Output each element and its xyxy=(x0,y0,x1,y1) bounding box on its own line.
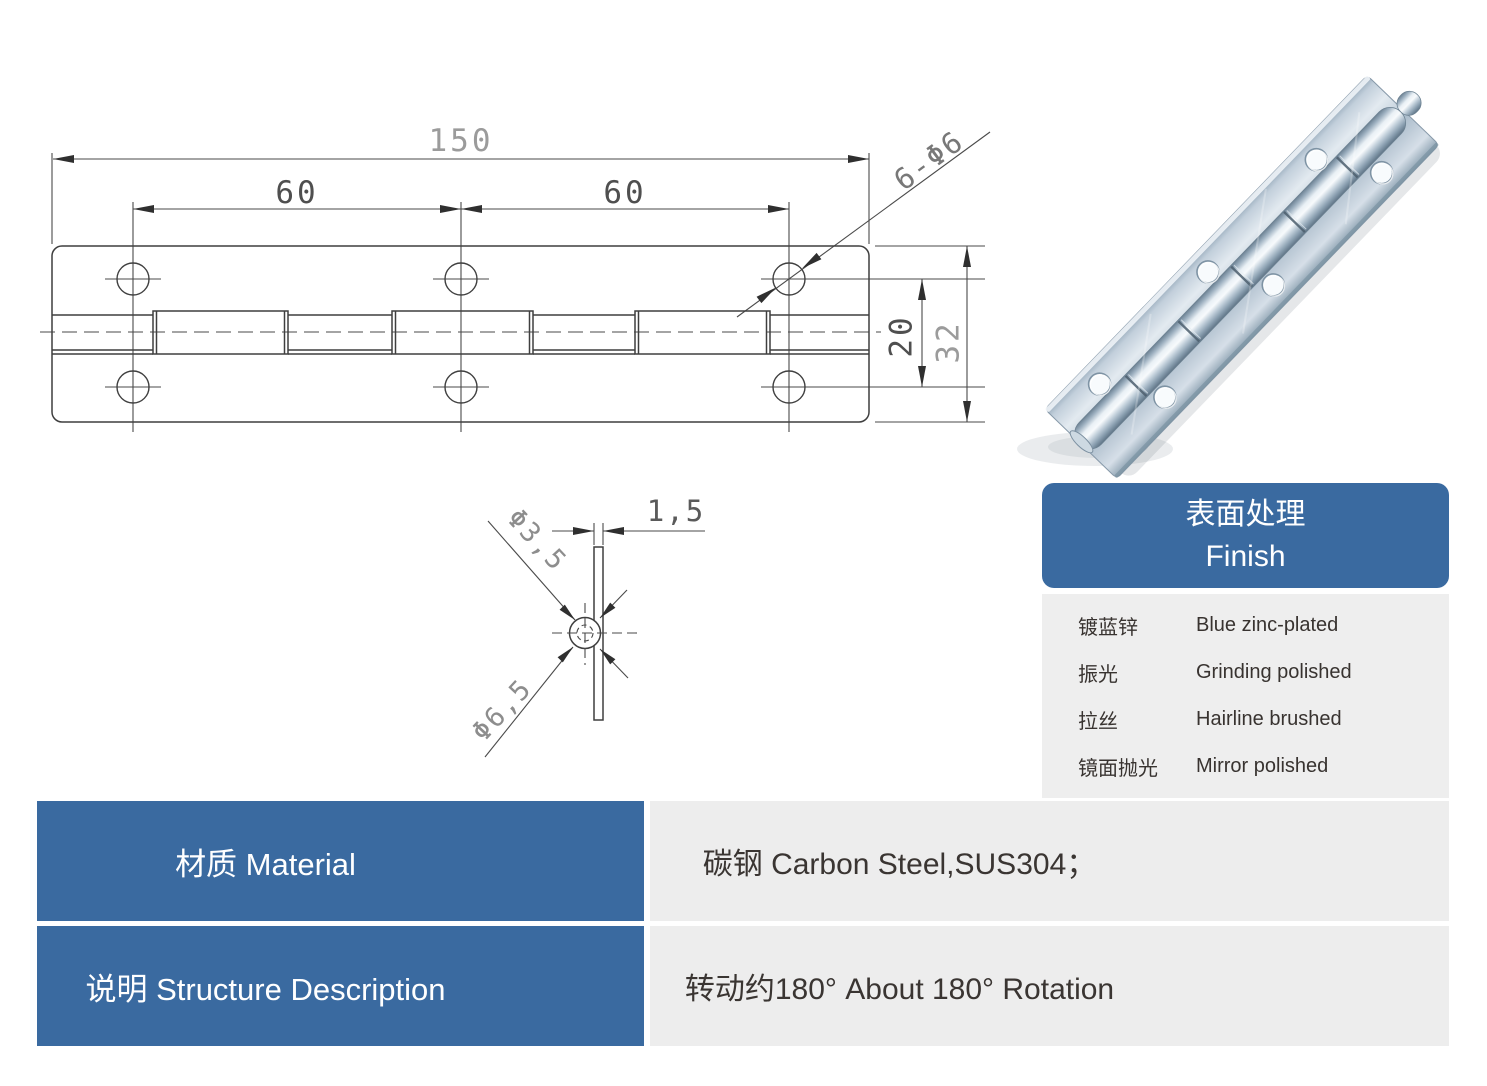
knuckle-seams xyxy=(1124,156,1359,397)
finish-rows: 镀蓝锌 Blue zinc-plated 振光 Grinding polishe… xyxy=(1042,594,1449,798)
front-view-dimension-lines xyxy=(53,131,991,422)
finish-en-label: Grinding polished xyxy=(1196,661,1352,683)
dim-overall-length: 150 xyxy=(429,123,494,159)
hinge-body-outline xyxy=(51,245,870,423)
dim-knuckle-dia: Φ6,5 xyxy=(466,673,538,748)
section-arrowheads xyxy=(557,527,624,665)
metal-streaks xyxy=(1130,112,1361,435)
spec-table: 材质 Material 碳钢 Carbon Steel,SUS304； 说明 S… xyxy=(37,801,1449,1046)
front-view: 150 60 60 20 32 6-Φ6 xyxy=(40,123,991,432)
hinge-photo xyxy=(1017,76,1440,478)
finish-zh-label: 拉丝 xyxy=(1078,711,1118,733)
dim-leaf-thickness: 1,5 xyxy=(647,494,705,528)
material-label: 材质 Material xyxy=(37,801,644,921)
finish-row: 镀蓝锌 Blue zinc-plated xyxy=(1078,602,1449,649)
screw-holes xyxy=(116,262,806,404)
finish-en-label: Hairline brushed xyxy=(1196,708,1342,730)
finish-row: 拉丝 Hairline brushed xyxy=(1078,696,1449,743)
dim-overall-width: 32 xyxy=(931,320,967,363)
finish-zh-label: 振光 xyxy=(1078,664,1118,686)
spec-row-structure: 说明 Structure Description 转动约180° About 1… xyxy=(37,926,1449,1046)
knuckle-seam-highlights xyxy=(1128,155,1360,394)
finish-header: 表面处理 Finish xyxy=(1042,483,1449,588)
dim-holes-callout: 6-Φ6 xyxy=(887,124,970,198)
technical-drawing: 150 60 60 20 32 6-Φ6 xyxy=(40,123,991,758)
spec-row-material: 材质 Material 碳钢 Carbon Steel,SUS304； xyxy=(37,801,1449,921)
material-value: 碳钢 Carbon Steel,SUS304； xyxy=(650,801,1449,921)
finish-row: 振光 Grinding polished xyxy=(1078,649,1449,696)
hinge-holes xyxy=(1087,147,1394,409)
finish-title-zh: 表面处理 xyxy=(1185,497,1306,531)
leaf-edge-highlight xyxy=(1045,76,1370,412)
finish-en-label: Mirror polished xyxy=(1196,755,1329,777)
finish-zh-label: 镜面抛光 xyxy=(1078,758,1158,780)
finish-row: 镜面抛光 Mirror polished xyxy=(1078,743,1449,790)
hinge-3d xyxy=(1045,76,1440,478)
dim-hole-row-offset: 20 xyxy=(884,314,920,357)
hinge-barrel xyxy=(1074,106,1407,450)
barrel-end-cap xyxy=(1069,430,1094,454)
dim-pitch-right: 60 xyxy=(603,175,646,211)
hole-rim-highlights xyxy=(1089,149,1394,409)
structure-value: 转动约180° About 180° Rotation xyxy=(650,926,1449,1046)
front-view-arrowheads xyxy=(53,155,971,422)
finish-title-en: Finish xyxy=(1205,539,1286,573)
finish-en-label: Blue zinc-plated xyxy=(1196,614,1339,636)
dim-pitch-left: 60 xyxy=(275,175,318,211)
finish-table: 表面处理 Finish 镀蓝锌 Blue zinc-plated 振光 Grin… xyxy=(1042,483,1449,798)
section-view: 1,5 Φ3,5 Φ6,5 xyxy=(466,494,705,758)
dim-pin-hole-dia: Φ3,5 xyxy=(500,503,572,578)
structure-label: 说明 Structure Description xyxy=(37,926,644,1046)
leaf-edge-shade xyxy=(1114,142,1439,478)
finish-zh-label: 镀蓝锌 xyxy=(1078,617,1138,639)
front-view-centerlines xyxy=(40,153,985,432)
